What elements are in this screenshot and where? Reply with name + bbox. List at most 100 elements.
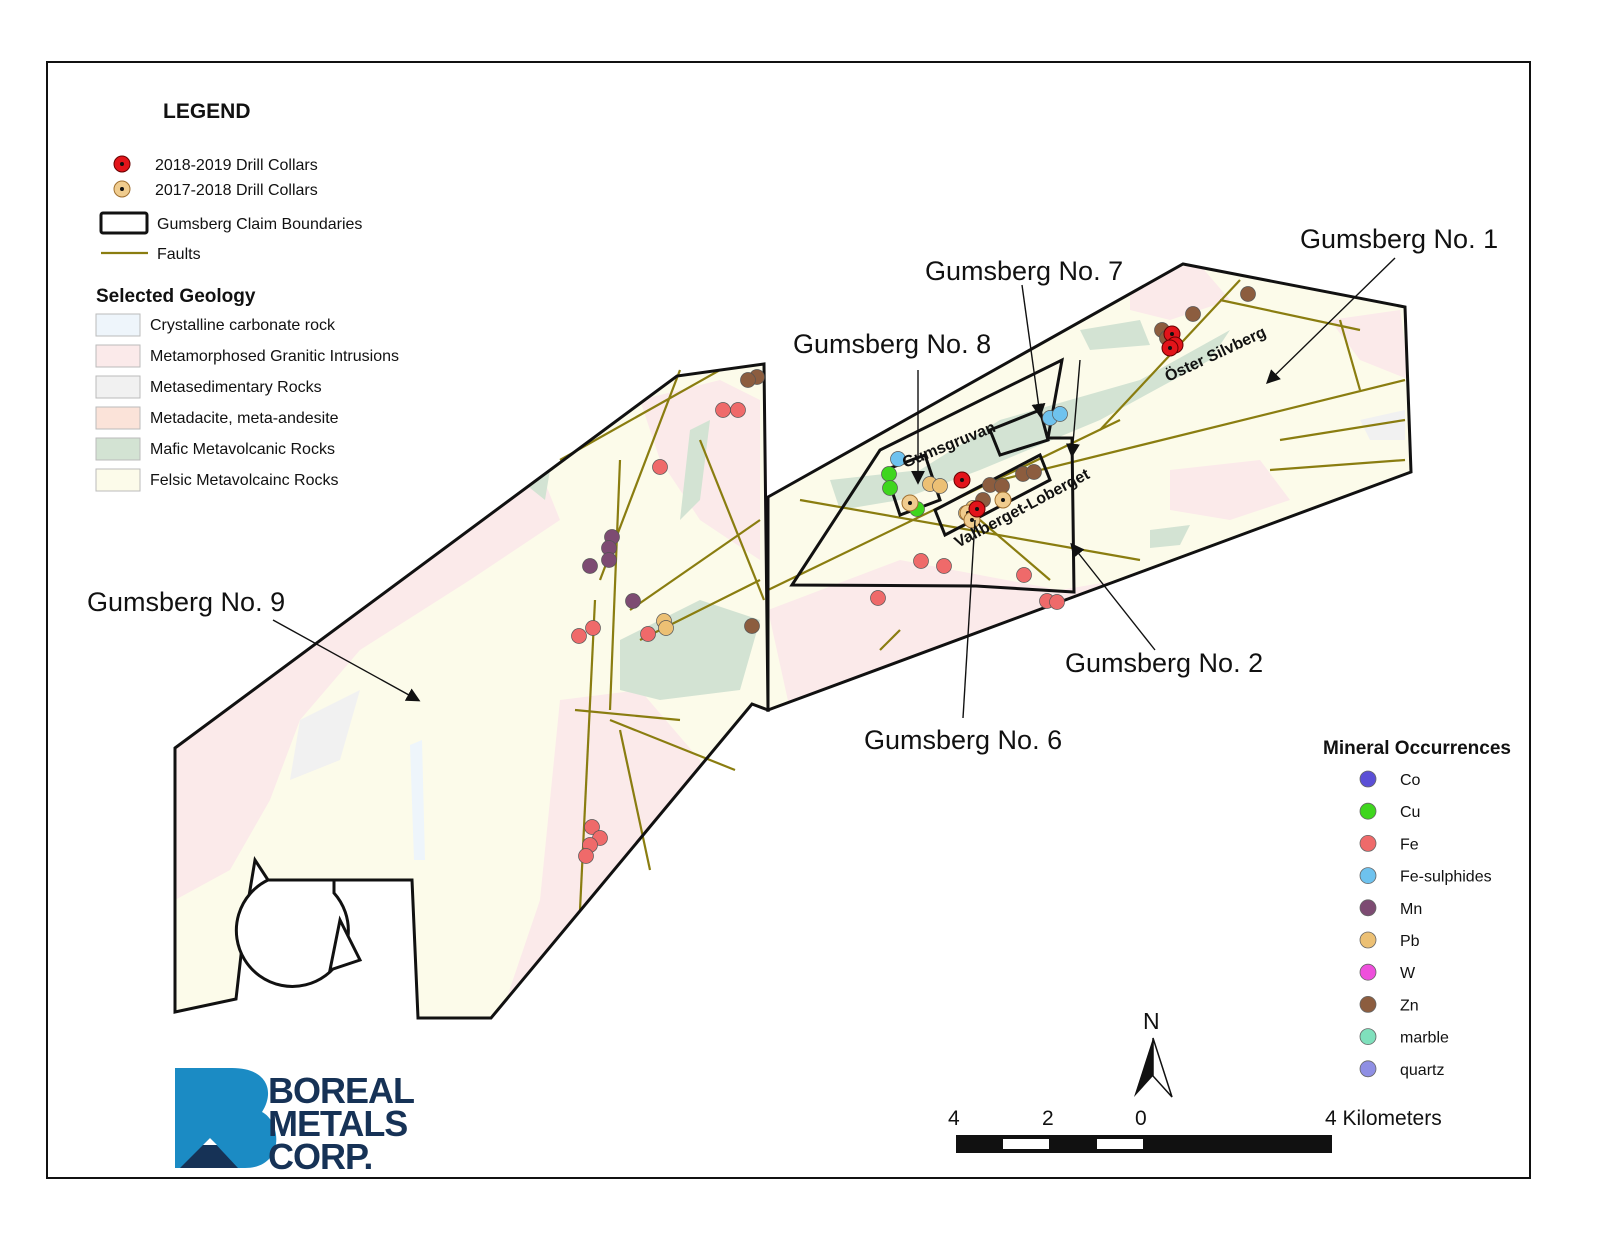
occurrence-point xyxy=(932,478,948,494)
label-gumsberg-no6: Gumsberg No. 6 xyxy=(864,725,1062,755)
logo-b-icon xyxy=(175,1068,277,1168)
drill-2018-2019-icon-dot xyxy=(120,162,124,166)
geology-label: Mafic Metavolcanic Rocks xyxy=(150,441,335,458)
occurrence-point xyxy=(625,593,641,609)
geology-swatch xyxy=(95,344,141,368)
legend: LEGEND 2018-2019 Drill Collars 2017-2018… xyxy=(95,100,399,492)
drill-collar-dot xyxy=(960,478,964,482)
north-label: N xyxy=(1143,1008,1160,1034)
north-arrow-icon-outline xyxy=(1152,1037,1173,1098)
scale-end-label: 4 Kilometers xyxy=(1325,1107,1442,1130)
geology-swatch xyxy=(95,313,141,337)
drill-collar-dot xyxy=(1001,498,1005,502)
mineral-label: marble xyxy=(1400,1030,1449,1047)
claim-boundary-no1 xyxy=(766,262,1413,713)
excluded-wedge xyxy=(328,915,363,973)
legend-drill-2017-2018: 2017-2018 Drill Collars xyxy=(113,180,318,199)
claim-boundary-no7 xyxy=(988,407,1050,457)
mineral-label: quartz xyxy=(1400,1062,1444,1079)
occurrence-point xyxy=(584,819,600,835)
legend-faults-label: Faults xyxy=(157,246,201,263)
occurrence-point xyxy=(1016,567,1032,583)
mineral-label: Fe xyxy=(1400,836,1419,853)
scale-tick-2: 2 xyxy=(1042,1107,1054,1130)
scale-tick-4: 4 xyxy=(948,1107,960,1130)
occurrence-point xyxy=(1026,464,1042,480)
label-gumsberg-no2: Gumsberg No. 2 xyxy=(1065,648,1263,678)
occurrence-point xyxy=(740,372,756,388)
drill-2017-2018-icon-dot xyxy=(120,187,124,191)
boreal-logo: BOREAL METALS CORP. xyxy=(175,1068,415,1177)
mineral-swatch-icon xyxy=(1359,1028,1377,1045)
drill-collar-dot xyxy=(908,501,912,505)
logo-mountain-cap xyxy=(203,1138,217,1145)
legend-title: LEGEND xyxy=(163,100,251,123)
occurrence-point xyxy=(1052,406,1068,422)
mineral-swatch-icon xyxy=(1359,931,1377,949)
claim-boundary-swatch xyxy=(99,211,149,235)
mineral-label: Pb xyxy=(1400,933,1420,950)
scale-outline xyxy=(956,1135,1332,1153)
mineral-label: Mn xyxy=(1400,901,1422,918)
legend-geology-list: Crystalline carbonate rockMetamorphosed … xyxy=(95,313,399,492)
legend-drill-2017-2018-label: 2017-2018 Drill Collars xyxy=(155,182,318,199)
legend-claim-boundaries-label: Gumsberg Claim Boundaries xyxy=(157,216,362,233)
mineral-legend: Mineral Occurrences CoCuFeFe-sulphidesMn… xyxy=(1323,738,1511,1079)
occurrence-point xyxy=(715,402,731,418)
scale-white-seg-2 xyxy=(1097,1139,1143,1149)
legend-geology-title: Selected Geology xyxy=(96,286,256,307)
geology-label: Metamorphosed Granitic Intrusions xyxy=(150,348,399,365)
mineral-swatch-icon xyxy=(1359,1060,1377,1078)
logo-line3: CORP. xyxy=(268,1136,372,1177)
mineral-occurrence-points xyxy=(571,286,1256,864)
occurrence-point xyxy=(936,558,952,574)
geology-label: Crystalline carbonate rock xyxy=(150,317,336,334)
north-arrow-icon xyxy=(1134,1038,1153,1097)
drill-collar-points xyxy=(901,325,1184,529)
label-gumsberg-no7: Gumsberg No. 7 xyxy=(925,256,1123,286)
claim-boundary-no6 xyxy=(933,452,1052,538)
scale-white-seg-1 xyxy=(1003,1139,1049,1149)
mineral-swatch-icon xyxy=(1359,996,1377,1013)
occurrence-point xyxy=(578,848,594,864)
claim-boundaries xyxy=(173,262,1413,1020)
mineral-swatch-icon xyxy=(1359,835,1377,852)
geology-label: Metasedimentary Rocks xyxy=(150,379,322,396)
mineral-swatch-icon xyxy=(1359,770,1377,788)
mineral-swatch-icon xyxy=(1359,963,1377,981)
north-arrow: N xyxy=(1134,1008,1173,1098)
logo-line1: BOREAL xyxy=(268,1070,414,1111)
occurrence-point xyxy=(1185,306,1201,322)
occurrence-point xyxy=(640,626,656,642)
mineral-label: W xyxy=(1400,965,1416,982)
label-gumsberg-no8: Gumsberg No. 8 xyxy=(793,329,991,359)
mineral-legend-title: Mineral Occurrences xyxy=(1323,738,1511,759)
claim-boundary-no9 xyxy=(173,362,770,1020)
occurrence-point xyxy=(744,618,760,634)
legend-claim-boundaries: Gumsberg Claim Boundaries xyxy=(99,211,362,235)
occurrence-point xyxy=(652,459,668,475)
claim-boundary-no8-outer xyxy=(789,357,1076,594)
label-gumsberg-no9: Gumsberg No. 9 xyxy=(87,587,285,617)
drill-collar-dot xyxy=(1170,332,1174,336)
mineral-swatch-icon xyxy=(1359,899,1377,917)
leader-arrows xyxy=(272,257,1396,719)
legend-drill-2018-2019-label: 2018-2019 Drill Collars xyxy=(155,157,318,174)
mineral-swatch-icon xyxy=(1359,802,1377,820)
excluded-area xyxy=(234,878,350,988)
mineral-label: Fe-sulphides xyxy=(1400,869,1492,886)
drill-collar-dot xyxy=(1168,346,1172,350)
geology-swatch xyxy=(95,406,141,430)
logo-line2: METALS xyxy=(268,1103,407,1144)
occurrence-point xyxy=(658,620,674,636)
legend-faults: Faults xyxy=(101,246,201,263)
mineral-label: Cu xyxy=(1400,804,1420,821)
occurrence-point xyxy=(571,628,587,644)
map-frame xyxy=(46,61,1531,1179)
scale-bar: 4 2 0 4 Kilometers xyxy=(948,1107,1442,1153)
mineral-label: Zn xyxy=(1400,997,1419,1014)
occurrence-point xyxy=(913,553,929,569)
legend-drill-2018-2019: 2018-2019 Drill Collars xyxy=(113,155,318,174)
occurrence-point xyxy=(582,558,598,574)
